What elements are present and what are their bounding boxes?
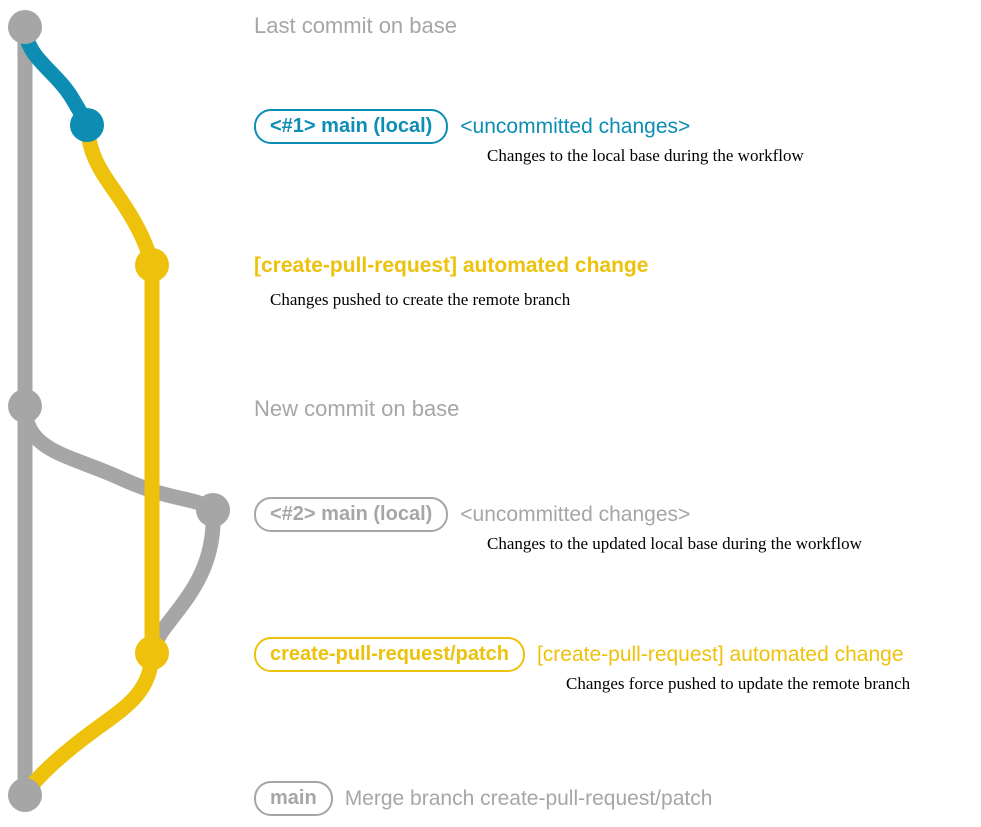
base-to-local2-line bbox=[17, 398, 221, 518]
entry-local-1: <#1> main (local) <uncommitted changes> bbox=[254, 109, 690, 144]
node-remote-1 bbox=[135, 248, 169, 282]
description-local-1: Changes to the local base during the wor… bbox=[487, 146, 804, 165]
local2-to-remote2-line bbox=[144, 502, 221, 661]
node-base-new bbox=[8, 389, 42, 423]
commit-message-local-2: <uncommitted changes> bbox=[460, 503, 691, 526]
headline-automated-change-1: [create-pull-request] automated change bbox=[254, 254, 649, 277]
branch-pill-local-2[interactable]: <#2> main (local) bbox=[254, 497, 449, 532]
branch-graph bbox=[8, 10, 230, 812]
entry-local-2: <#2> main (local) <uncommitted changes> bbox=[254, 497, 690, 532]
commit-nodes bbox=[8, 10, 230, 812]
node-remote-2 bbox=[135, 636, 169, 670]
node-local-2 bbox=[196, 493, 230, 527]
commit-message-local-1: <uncommitted changes> bbox=[460, 115, 691, 138]
headline-new-commit-on-base: New commit on base bbox=[254, 396, 460, 421]
remote2-to-merge-line bbox=[17, 645, 160, 803]
branch-pill-main[interactable]: main bbox=[254, 781, 333, 816]
branch-pill-local-1[interactable]: <#1> main (local) bbox=[254, 109, 449, 144]
node-merge bbox=[8, 778, 42, 812]
entry-merge-commit: main Merge branch create-pull-request/pa… bbox=[254, 781, 712, 816]
commit-message-merge: Merge branch create-pull-request/patch bbox=[344, 787, 713, 810]
node-base-top bbox=[8, 10, 42, 44]
branch-pill-create-pull-request-patch[interactable]: create-pull-request/patch bbox=[254, 637, 525, 672]
commit-message-automated-change-2: [create-pull-request] automated change bbox=[536, 643, 904, 666]
description-local-2: Changes to the updated local base during… bbox=[487, 534, 862, 553]
node-local-1 bbox=[70, 108, 104, 142]
description-automated-change-2: Changes force pushed to update the remot… bbox=[566, 674, 911, 693]
remote1-branch-line bbox=[79, 117, 160, 273]
description-automated-change-1: Changes pushed to create the remote bran… bbox=[270, 290, 571, 309]
local1-branch-line bbox=[17, 19, 95, 133]
headline-last-commit-on-base: Last commit on base bbox=[254, 13, 457, 38]
entry-automated-change-2: create-pull-request/patch [create-pull-r… bbox=[254, 637, 904, 672]
